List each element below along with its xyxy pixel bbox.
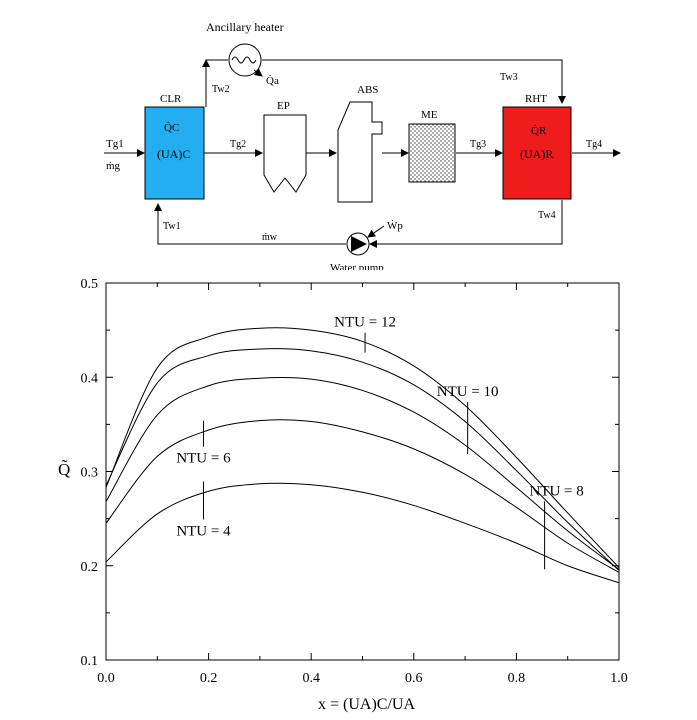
y-tick-label: 0.2 <box>81 560 99 575</box>
water-line-heater-rht <box>262 59 566 104</box>
rht-label: RHT <box>525 93 547 105</box>
x-tick-label: 0.6 <box>405 671 423 686</box>
y-axis-label: Q̃ <box>58 460 70 479</box>
clr-label: CLR <box>160 93 182 105</box>
annotation-label: NTU = 12 <box>334 315 396 331</box>
series-line-ntu-1 <box>105 348 620 571</box>
series-line-ntu-2 <box>105 376 620 570</box>
system-schematic: Ancillary heater Q̇a Tw2 Tw3 CLR Q̇C (UA… <box>104 20 621 270</box>
annotation-label: NTU = 4 <box>176 524 231 540</box>
annotation-label: NTU = 8 <box>529 483 583 499</box>
y-tick-label: 0.4 <box>81 371 99 386</box>
wp-label: Ẇp <box>387 220 403 232</box>
tw3-label: Tw3 <box>500 72 518 83</box>
ancillary-heater <box>228 43 262 77</box>
mg-label: ṁg <box>106 160 121 172</box>
me-unit <box>408 123 456 183</box>
y-tick-label: 0.3 <box>81 466 99 481</box>
y-tick-label: 0.5 <box>81 277 99 292</box>
series-line-ntu-0 <box>105 327 620 568</box>
x-tick-label: 1.0 <box>610 671 628 686</box>
clr-q-label: Q̇C <box>164 122 179 134</box>
tw4-label: Tw4 <box>538 210 556 221</box>
pump-triangle-icon <box>351 236 367 252</box>
x-tick-label: 0.0 <box>97 671 115 686</box>
ep-label: EP <box>277 100 290 112</box>
water-pump-label: Water pump <box>330 262 384 270</box>
series-line-ntu-4 <box>105 482 620 584</box>
plot-frame <box>105 282 620 661</box>
x-tick-label: 0.4 <box>302 671 320 686</box>
abs-unit <box>337 101 383 203</box>
tg1-label: Tg1 <box>106 138 124 150</box>
tw2-label: Tw2 <box>212 84 230 95</box>
x-tick-label: 0.8 <box>508 671 526 686</box>
heater-coil-icon <box>231 56 257 64</box>
qa-label: Q̇a <box>266 75 279 87</box>
clr-ua-label: (UA)C <box>157 147 190 161</box>
rht-q-label: Q̇R <box>531 125 547 137</box>
rht-box <box>502 106 572 200</box>
water-line-rht-pump <box>369 200 563 248</box>
rht-ua-label: (UA)R <box>520 147 553 161</box>
x-tick-label: 0.2 <box>200 671 218 686</box>
abs-label: ABS <box>357 84 378 96</box>
ep-unit <box>263 114 307 193</box>
heater-heat-arrow <box>253 68 263 77</box>
clr-box <box>144 106 205 200</box>
series-line-ntu-3 <box>105 419 620 573</box>
tg2-label: Tg2 <box>230 139 246 150</box>
tw1-label: Tw1 <box>163 221 181 232</box>
annotation-label: NTU = 10 <box>437 384 499 400</box>
tg3-label: Tg3 <box>470 139 486 150</box>
ancillary-heater-label: Ancillary heater <box>206 20 284 34</box>
mw-label: ṁw <box>262 232 278 243</box>
water-line-pump-clr <box>154 203 346 245</box>
x-axis-label: x = (UA)C/UA <box>318 696 415 713</box>
y-tick-label: 0.1 <box>81 654 99 669</box>
pump-work-arrow <box>367 225 385 238</box>
annotation-label: NTU = 6 <box>176 451 231 467</box>
tg4-label: Tg4 <box>586 139 602 150</box>
me-label: ME <box>421 109 438 121</box>
